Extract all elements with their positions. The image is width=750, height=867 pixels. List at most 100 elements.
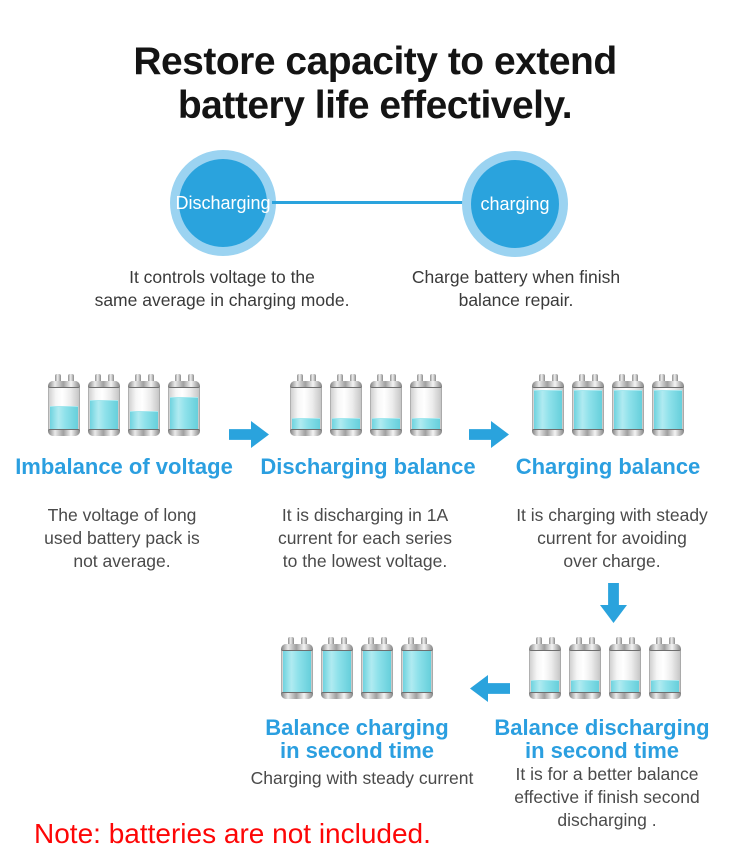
- battery-body: [168, 381, 200, 436]
- battery-terminals: [572, 374, 604, 382]
- battery-body: [529, 644, 561, 699]
- battery-body: [321, 644, 353, 699]
- battery-terminals: [48, 374, 80, 382]
- discharging-caption: It controls voltage to the same average …: [94, 267, 350, 310]
- battery-group-charging-balance: [532, 374, 684, 436]
- battery-charge-level: [534, 390, 562, 431]
- battery-icon: [649, 637, 681, 699]
- arrow-down-icon: [600, 583, 627, 623]
- battery-body: [361, 644, 393, 699]
- battery-terminals: [321, 637, 353, 645]
- battery-body: [401, 644, 433, 699]
- battery-charge-level: [283, 648, 311, 694]
- battery-icon: [321, 637, 353, 699]
- battery-charge-level: [571, 679, 599, 694]
- charging-circle-label: charging: [471, 160, 559, 248]
- stage-label-balance-discharging-2nd: Balance discharging in second time: [494, 715, 710, 763]
- battery-body: [128, 381, 160, 436]
- battery-terminals: [652, 374, 684, 382]
- battery-icon: [281, 637, 313, 699]
- battery-body: [612, 381, 644, 436]
- battery-charge-level: [50, 406, 78, 431]
- arrow-right-icon: [229, 421, 269, 448]
- battery-charge-level: [611, 679, 639, 694]
- battery-charge-level: [90, 399, 118, 431]
- stage-desc-discharging-balance: It is discharging in 1A current for each…: [277, 505, 453, 571]
- battery-charge-level: [323, 648, 351, 694]
- battery-charge-level: [170, 397, 198, 431]
- battery-terminals: [290, 374, 322, 382]
- battery-body: [370, 381, 402, 436]
- battery-terminals: [529, 637, 561, 645]
- charging-circle: charging: [462, 151, 568, 257]
- battery-charge-level: [614, 390, 642, 431]
- battery-charge-level: [372, 417, 400, 431]
- battery-charge-level: [363, 648, 391, 694]
- discharging-circle-label: Discharging: [175, 159, 271, 247]
- battery-group-balance-discharging-2nd: [529, 637, 681, 699]
- battery-icon: [370, 374, 402, 436]
- battery-body: [290, 381, 322, 436]
- batteries-not-included-note: Note: batteries are not included.: [34, 818, 431, 849]
- battery-terminals: [532, 374, 564, 382]
- battery-icon: [529, 637, 561, 699]
- battery-icon: [88, 374, 120, 436]
- battery-charge-level: [412, 417, 440, 431]
- battery-charge-level: [651, 679, 679, 694]
- arrow-left-icon: [470, 675, 510, 702]
- battery-charge-level: [130, 410, 158, 431]
- battery-charge-level: [292, 417, 320, 431]
- battery-terminals: [609, 637, 641, 645]
- battery-body: [652, 381, 684, 436]
- battery-group-discharging-balance: [290, 374, 442, 436]
- battery-group-imbalance: [48, 374, 200, 436]
- battery-body: [609, 644, 641, 699]
- battery-charge-level: [654, 390, 682, 431]
- stage-desc-balance-charging-2nd: Charging with steady current: [250, 768, 474, 788]
- stage-label-imbalance: Imbalance of voltage: [15, 454, 233, 479]
- battery-icon: [612, 374, 644, 436]
- battery-icon: [532, 374, 564, 436]
- battery-terminals: [281, 637, 313, 645]
- battery-body: [48, 381, 80, 436]
- battery-icon: [361, 637, 393, 699]
- battery-body: [649, 644, 681, 699]
- battery-body: [330, 381, 362, 436]
- battery-icon: [168, 374, 200, 436]
- battery-terminals: [330, 374, 362, 382]
- battery-charge-level: [574, 390, 602, 431]
- battery-terminals: [88, 374, 120, 382]
- battery-icon: [330, 374, 362, 436]
- battery-terminals: [410, 374, 442, 382]
- stage-desc-charging-balance: It is charging with steady current for a…: [516, 505, 708, 571]
- battery-terminals: [168, 374, 200, 382]
- battery-body: [569, 644, 601, 699]
- battery-icon: [652, 374, 684, 436]
- battery-icon: [609, 637, 641, 699]
- battery-terminals: [612, 374, 644, 382]
- battery-icon: [290, 374, 322, 436]
- stage-desc-balance-discharging-2nd: It is for a better balance effective if …: [514, 764, 700, 830]
- stage-label-charging-balance: Charging balance: [515, 454, 701, 479]
- battery-terminals: [361, 637, 393, 645]
- stage-label-balance-charging-2nd: Balance charging in second time: [265, 715, 449, 763]
- battery-charge-level: [332, 417, 360, 431]
- battery-charge-level: [403, 648, 431, 694]
- charging-caption: Charge battery when finish balance repai…: [411, 267, 621, 310]
- battery-body: [88, 381, 120, 436]
- battery-body: [410, 381, 442, 436]
- battery-body: [281, 644, 313, 699]
- battery-terminals: [370, 374, 402, 382]
- battery-icon: [128, 374, 160, 436]
- battery-terminals: [649, 637, 681, 645]
- battery-icon: [572, 374, 604, 436]
- page-title: Restore capacity to extend battery life …: [133, 40, 617, 128]
- battery-terminals: [128, 374, 160, 382]
- battery-body: [572, 381, 604, 436]
- discharging-circle: Discharging: [170, 150, 276, 256]
- arrow-right-icon: [469, 421, 509, 448]
- circle-connector-line: [272, 201, 466, 204]
- battery-icon: [401, 637, 433, 699]
- battery-icon: [569, 637, 601, 699]
